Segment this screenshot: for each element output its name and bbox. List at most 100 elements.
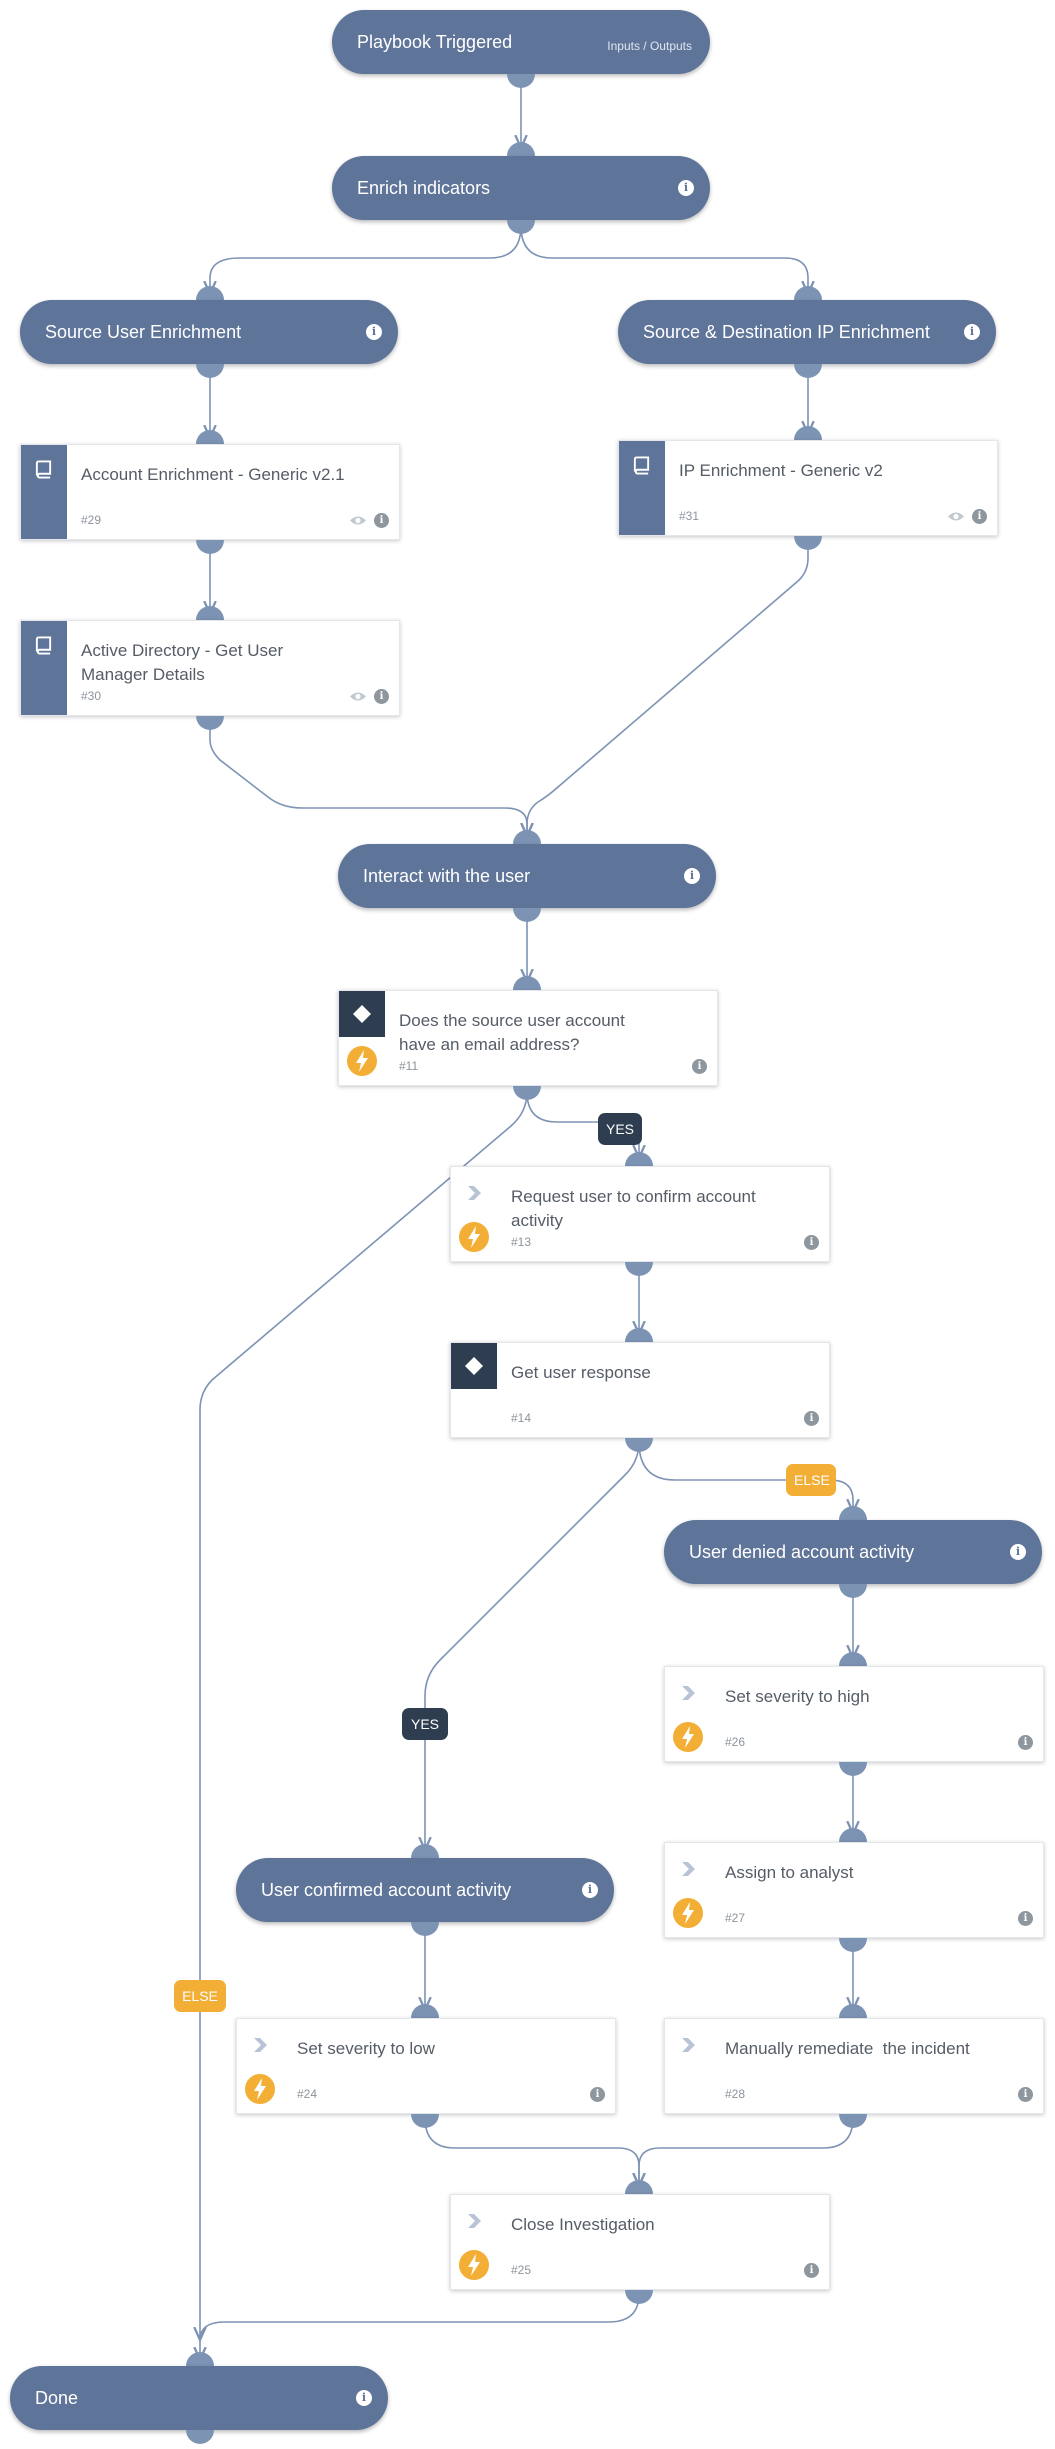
info-icon[interactable]: i — [684, 868, 700, 884]
task-id: #14 — [511, 1411, 532, 1425]
condition-get-user-response[interactable]: Get user response #14 i — [450, 1342, 830, 1438]
branch-label-yes[interactable]: YES — [598, 1113, 642, 1145]
condition-marker — [339, 991, 385, 1037]
edge-getresp-confirmed — [425, 1441, 640, 1850]
edge-enrich-srcuser — [210, 225, 522, 294]
info-icon[interactable]: i — [1018, 2087, 1033, 2102]
section-source-user-enrichment[interactable]: Source User Enrichment i — [20, 300, 398, 364]
section-done[interactable]: Done i — [10, 2366, 388, 2430]
section-title: Enrich indicators — [357, 178, 491, 198]
edge-remediate-close — [639, 2117, 854, 2186]
edge-email-done — [200, 1091, 528, 2340]
edge-ip-interact — [527, 542, 809, 836]
task-title: IP Enrichment - Generic v2 — [679, 461, 883, 480]
task-id: #29 — [81, 513, 102, 527]
branch-label-yes[interactable]: YES — [402, 1708, 448, 1740]
lightning-icon — [347, 1046, 377, 1076]
eye-icon[interactable] — [947, 510, 965, 523]
edge-close-done — [200, 2293, 640, 2360]
condition-marker — [451, 1343, 497, 1389]
chevron-right-icon — [468, 1186, 481, 1200]
info-icon[interactable]: i — [1010, 1544, 1026, 1560]
section-title: Interact with the user — [363, 866, 531, 886]
task-manually-remediate[interactable]: Manually remediate the incident #28 i — [664, 2018, 1044, 2114]
port — [507, 220, 535, 234]
info-icon[interactable]: i — [356, 2390, 372, 2406]
info-icon[interactable]: i — [804, 1411, 819, 1426]
port — [794, 426, 822, 440]
info-icon[interactable]: i — [1018, 1735, 1033, 1750]
section-title: User denied account activity — [689, 1542, 915, 1562]
task-title: Set severity to high — [725, 1687, 870, 1706]
section-source-destination-ip-enrichment[interactable]: Source & Destination IP Enrichment i — [618, 300, 996, 364]
info-icon[interactable]: i — [804, 1235, 819, 1250]
port — [196, 716, 224, 730]
section-interact-with-user[interactable]: Interact with the user i — [338, 844, 716, 908]
task-id: #28 — [725, 2087, 746, 2101]
info-icon[interactable]: i — [374, 513, 389, 528]
task-id: #30 — [81, 689, 102, 703]
port — [839, 1506, 867, 1520]
task-active-directory-manager[interactable]: Active Directory - Get User Manager Deta… — [20, 620, 400, 716]
info-icon[interactable]: i — [692, 1059, 707, 1074]
section-title: Playbook Triggered — [357, 32, 513, 52]
port — [411, 1922, 439, 1936]
port — [625, 2290, 653, 2304]
info-icon[interactable]: i — [972, 509, 987, 524]
lightning-icon — [459, 2250, 489, 2280]
port — [196, 286, 224, 300]
section-playbook-triggered[interactable]: Playbook Triggered Inputs / Outputs — [332, 10, 710, 74]
task-id: #25 — [511, 2263, 532, 2277]
section-title: Source & Destination IP Enrichment — [643, 322, 930, 342]
section-user-denied[interactable]: User denied account activity i — [664, 1520, 1042, 1584]
task-close-investigation[interactable]: Close Investigation #25 i — [450, 2194, 830, 2290]
chevron-right-icon — [682, 1862, 695, 1876]
info-icon[interactable]: i — [804, 2263, 819, 2278]
section-user-confirmed[interactable]: User confirmed account activity i — [236, 1858, 614, 1922]
info-icon[interactable]: i — [678, 180, 694, 196]
edge-ad-interact — [209, 720, 527, 836]
info-icon[interactable]: i — [1018, 1911, 1033, 1926]
branch-label-else[interactable]: ELSE — [174, 1980, 226, 2012]
task-request-confirmation[interactable]: Request user to confirm account activity… — [450, 1166, 830, 1262]
section-title: Source User Enrichment — [45, 322, 242, 342]
port — [196, 606, 224, 620]
task-title: Request user to confirm account activity — [511, 1187, 756, 1230]
task-account-enrichment[interactable]: Account Enrichment - Generic v2.1 #29 i — [20, 444, 400, 540]
port — [411, 2004, 439, 2018]
info-icon[interactable]: i — [366, 324, 382, 340]
task-title: Manually remediate the incident — [725, 2039, 970, 2058]
port — [839, 1938, 867, 1952]
task-id: #24 — [297, 2087, 318, 2101]
info-icon[interactable]: i — [582, 1882, 598, 1898]
task-id: #26 — [725, 1735, 746, 1749]
task-title: Active Directory - Get User Manager Deta… — [81, 641, 284, 684]
port — [196, 364, 224, 378]
info-icon[interactable]: i — [964, 324, 980, 340]
port — [507, 142, 535, 156]
task-ip-enrichment[interactable]: IP Enrichment - Generic v2 #31 i — [618, 440, 998, 536]
eye-icon[interactable] — [349, 690, 367, 703]
port — [507, 74, 535, 88]
edge-getresp-denied — [638, 1441, 853, 1512]
port — [513, 976, 541, 990]
lightning-icon — [673, 1722, 703, 1752]
playbook-marker — [21, 445, 67, 539]
port — [839, 1828, 867, 1842]
port — [411, 2114, 439, 2128]
port — [839, 2004, 867, 2018]
task-assign-analyst[interactable]: Assign to analyst #27 i — [664, 1842, 1044, 1938]
task-set-severity-high[interactable]: Set severity to high #26 i — [664, 1666, 1044, 1762]
port — [794, 364, 822, 378]
eye-icon[interactable] — [349, 514, 367, 527]
section-enrich-indicators[interactable]: Enrich indicators i — [332, 156, 710, 220]
task-title: Get user response — [511, 1363, 651, 1382]
condition-has-email[interactable]: Does the source user account have an ema… — [338, 990, 718, 1086]
port — [513, 908, 541, 922]
info-icon[interactable]: i — [590, 2087, 605, 2102]
branch-label-else[interactable]: ELSE — [786, 1464, 836, 1496]
info-icon[interactable]: i — [374, 689, 389, 704]
task-set-severity-low[interactable]: Set severity to low #24 i — [236, 2018, 616, 2114]
inputs-outputs-link[interactable]: Inputs / Outputs — [607, 39, 692, 53]
